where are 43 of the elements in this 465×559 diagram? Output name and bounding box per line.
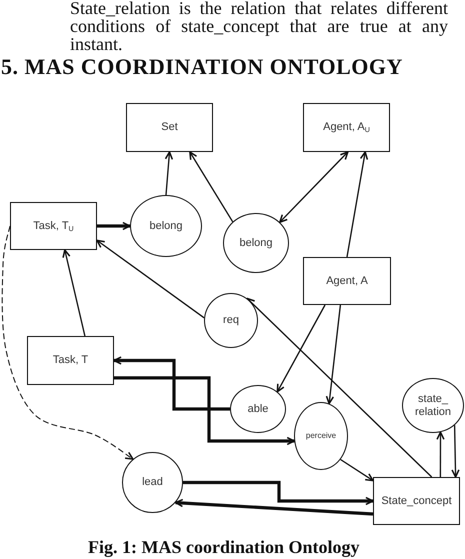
node-label: belong xyxy=(239,236,273,250)
arrow xyxy=(114,376,296,446)
paragraph: State_relation is the relation that relates different conditions of state_concept that are true at any instant. xyxy=(70,0,448,53)
arrow xyxy=(276,304,326,392)
arrow xyxy=(2,226,134,460)
concept-box xyxy=(303,257,391,305)
node-label: Task, T$_{U}$ xyxy=(33,220,74,232)
node-label: lead xyxy=(142,476,163,489)
node-label: Task, T xyxy=(52,354,88,367)
node-label: Agent, A$_{U}$ xyxy=(323,121,370,134)
relation-ellipse xyxy=(230,385,286,433)
arrow xyxy=(183,480,374,506)
node-label: State_concept xyxy=(381,494,452,508)
arrow xyxy=(451,425,460,478)
arrow xyxy=(164,151,174,196)
concept-box xyxy=(27,336,114,385)
relation-ellipse xyxy=(204,293,258,348)
node-label: req xyxy=(223,314,239,327)
arrow xyxy=(340,458,374,482)
node-label: Set xyxy=(161,121,178,134)
node-label: Agent, A xyxy=(326,274,368,288)
arrow xyxy=(113,356,230,411)
concept-box xyxy=(303,103,390,152)
node-label: belong xyxy=(149,220,183,232)
relation-ellipse xyxy=(122,452,183,513)
arrow xyxy=(189,151,234,222)
arrow xyxy=(436,431,445,477)
arrow xyxy=(174,498,374,516)
arrow xyxy=(346,151,368,258)
concept-box xyxy=(10,202,97,250)
node-label: perceive xyxy=(306,431,336,441)
arrow xyxy=(96,240,204,318)
arrow xyxy=(279,151,349,223)
arrow xyxy=(62,249,86,336)
node-label: state_ relation xyxy=(414,392,452,418)
arrow xyxy=(97,222,131,230)
arrow xyxy=(246,298,432,478)
concept-box xyxy=(126,103,213,152)
figure-caption: Fig. 1: MAS coordination Ontology xyxy=(88,537,360,557)
section-heading: 5. MAS COORDINATION ONTOLOGY xyxy=(1,55,403,79)
arrow xyxy=(326,304,342,404)
concept-box xyxy=(373,477,460,525)
node-label: able xyxy=(248,402,268,416)
